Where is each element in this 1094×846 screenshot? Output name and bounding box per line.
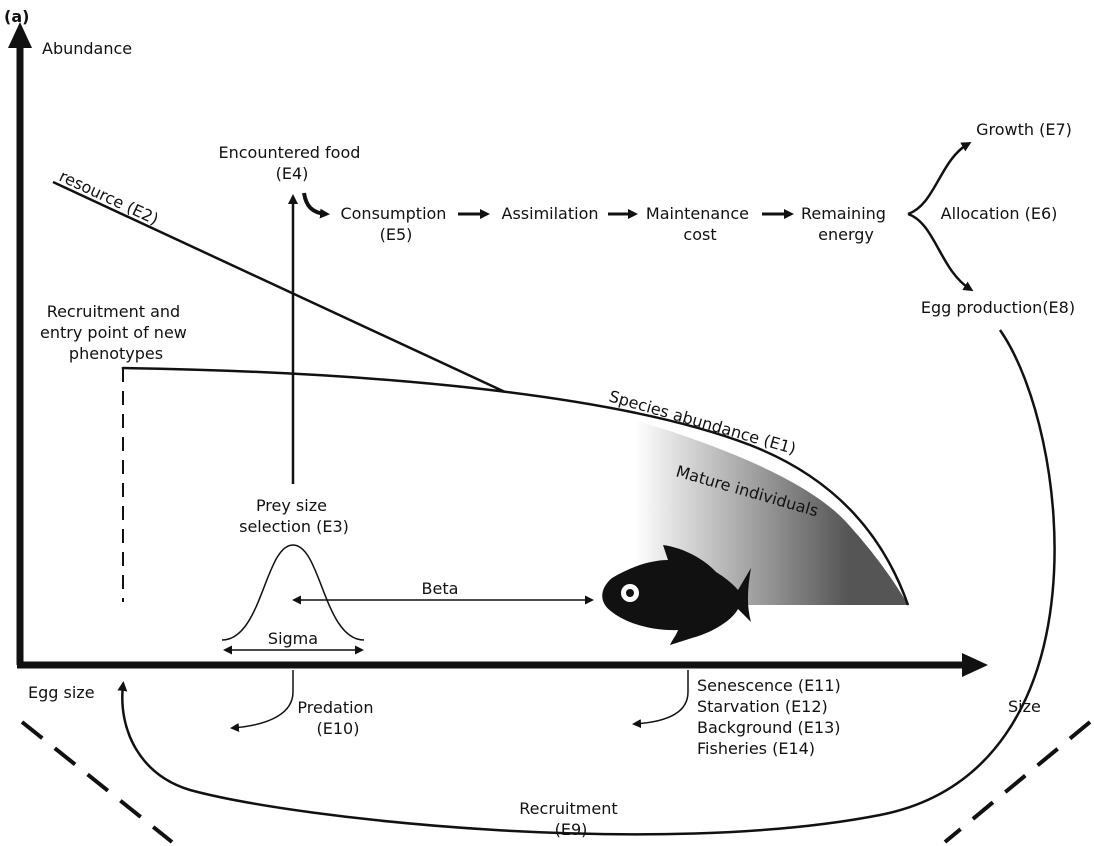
- x-axis-arrowhead: [962, 653, 988, 677]
- y-axis-label: Abundance: [42, 39, 132, 58]
- maintenance-cost-label: Maintenance cost: [646, 204, 754, 244]
- resource-label: resource (E2): [56, 166, 161, 228]
- recruitment-entry-label: Recruitment and entry point of new pheno…: [40, 302, 192, 363]
- right-dashed-diagonal: [943, 720, 1092, 844]
- axes: Abundance Size Egg size: [8, 22, 1041, 716]
- remaining-energy-label: Remaining energy: [801, 204, 891, 244]
- prey-size-kernel: [221, 544, 365, 641]
- y-axis-arrowhead: [8, 22, 32, 48]
- growth-label: Growth (E7): [976, 120, 1072, 139]
- x-axis-label: Size: [1008, 697, 1041, 716]
- beta-label: Beta: [422, 579, 459, 598]
- left-dashed-diagonal: [20, 720, 174, 844]
- allocation-to-egg-arrow: [907, 212, 974, 292]
- assimilation-label: Assimilation: [502, 204, 599, 223]
- recruitment-loop-arrow: [117, 329, 1056, 836]
- encounter-to-consumption-arrow: [302, 192, 330, 219]
- allocation-label: Allocation (E6): [941, 204, 1058, 223]
- predation-arrow: [230, 670, 294, 732]
- consumption-label: Consumption (E5): [340, 204, 451, 244]
- encountered-food-label: Encountered food (E4): [218, 143, 365, 183]
- panel-label: (a): [4, 7, 29, 26]
- sigma-label: Sigma: [268, 629, 318, 648]
- prey-size-selection-label: Prey size selection (E3): [239, 496, 349, 536]
- predation-label: Predation (E10): [297, 698, 378, 738]
- allocation-to-growth-arrow: [907, 142, 972, 216]
- recruitment-label: Recruitment (E9): [519, 799, 622, 839]
- mature-individuals-tail: [848, 524, 908, 605]
- fish-icon: [602, 545, 751, 645]
- egg-production-label: Egg production(E8): [921, 298, 1075, 317]
- egg-size-label: Egg size: [28, 683, 95, 702]
- other-mortality-arrow: [632, 670, 689, 729]
- other-mortality-label: Senescence (E11) Starvation (E12) Backgr…: [697, 676, 846, 758]
- resource-line: [52, 180, 506, 394]
